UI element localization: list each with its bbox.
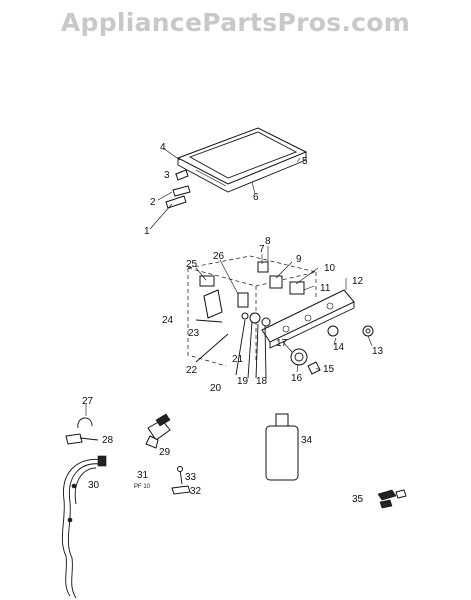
callout-5: 5 [302, 156, 308, 167]
callout-15: 15 [323, 364, 335, 375]
callout-16: 16 [291, 373, 303, 384]
callout-30: 30 [88, 480, 100, 491]
callout-32: 32 [190, 486, 202, 497]
callout-21: 21 [232, 354, 244, 365]
callout-26: 26 [213, 251, 225, 262]
callout-19: 19 [237, 376, 249, 387]
callout-22: 22 [186, 365, 198, 376]
callout-12: 12 [352, 276, 364, 287]
callout-1: 1 [144, 226, 150, 237]
wire-harness-part [61, 455, 107, 599]
callout-20: 20 [210, 383, 222, 394]
callout-24: 24 [162, 315, 174, 326]
wire-clip-part [65, 404, 99, 445]
control-console-assembly [187, 246, 374, 379]
hardware-kit-part [377, 489, 407, 509]
callout-29: 29 [159, 447, 171, 458]
callout-6: 6 [253, 192, 259, 203]
callout-9: 9 [296, 254, 302, 265]
callout-18: 18 [256, 376, 268, 387]
callout-3: 3 [164, 170, 170, 181]
callout-4: 4 [160, 142, 166, 153]
callout-8: 8 [265, 236, 271, 247]
callout-11: 11 [320, 283, 331, 294]
callout-13: 13 [372, 346, 384, 357]
screw-clip-part [171, 466, 191, 495]
callout-27: 27 [82, 396, 94, 407]
callout-10: 10 [324, 263, 336, 274]
callout-labels: 1 2 3 4 5 6 7 8 9 10 11 12 13 14 15 16 1… [82, 142, 384, 505]
site-watermark: AppliancePartsPros.com [60, 8, 411, 37]
part-31-code-label: PF 10 [134, 484, 151, 490]
callout-23: 23 [188, 328, 200, 339]
cleaner-bottle-part [265, 413, 299, 481]
callout-17: 17 [276, 338, 288, 349]
callout-7: 7 [259, 244, 265, 255]
callout-2: 2 [150, 197, 156, 208]
callout-14: 14 [333, 342, 345, 353]
switch-part [145, 413, 171, 449]
callout-31: 31 [137, 470, 149, 481]
top-panel-assembly [149, 127, 308, 230]
callout-34: 34 [301, 435, 313, 446]
callout-35: 35 [352, 494, 364, 505]
callout-33: 33 [185, 472, 197, 483]
callout-28: 28 [102, 435, 114, 446]
callout-25: 25 [186, 259, 198, 270]
